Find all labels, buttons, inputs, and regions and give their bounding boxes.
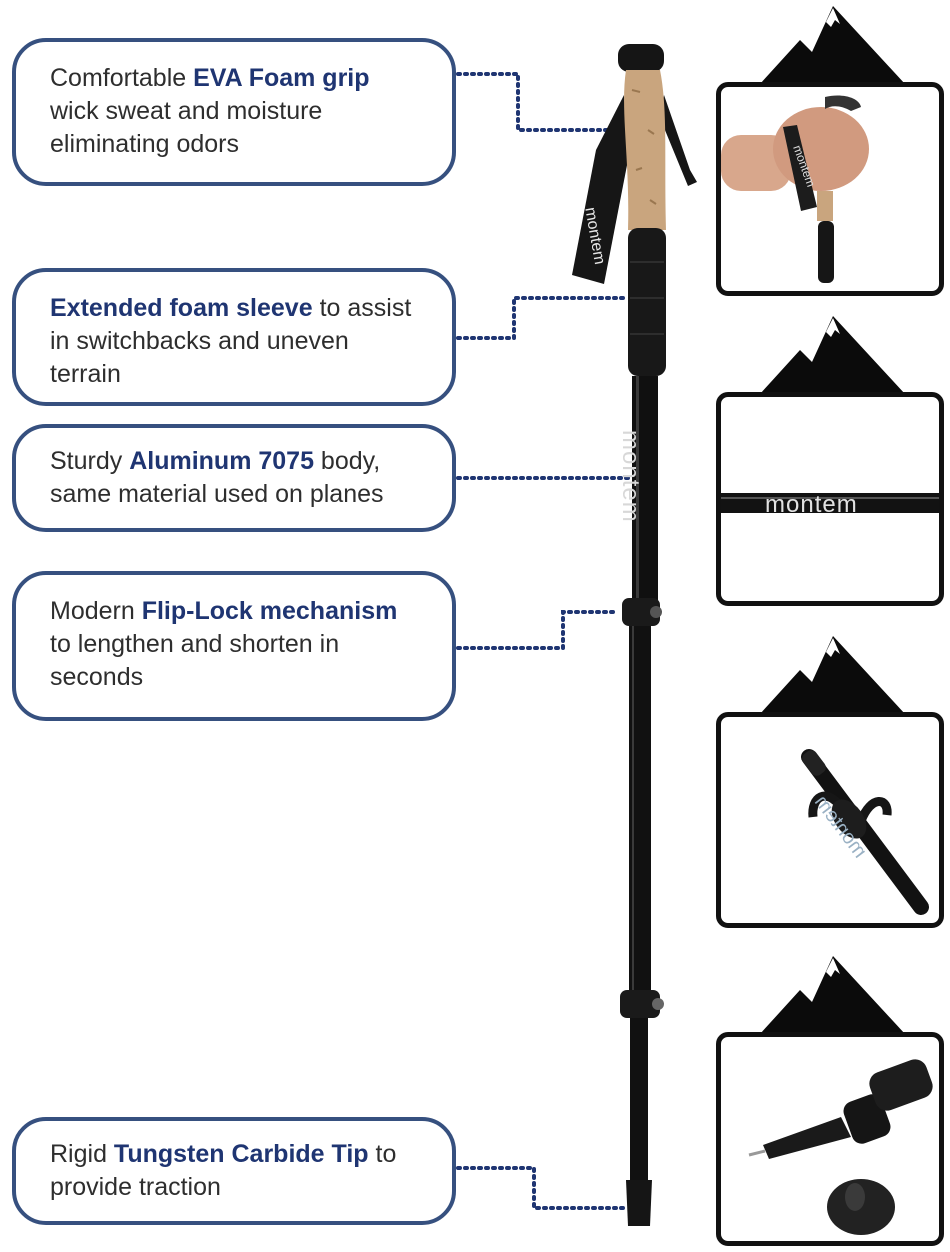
mountain-icon-1 — [760, 6, 905, 84]
connector-grip — [456, 72, 628, 132]
callout-text-bold: EVA Foam grip — [193, 64, 370, 92]
detail-photo-tip — [716, 1032, 944, 1246]
callout-text-post: body, same material used on planes — [50, 447, 384, 508]
callout-text-post: wick sweat and moisture eliminating odor… — [50, 97, 323, 158]
detail-photo-fliplock: montem — [716, 712, 944, 928]
cork-grip — [624, 70, 666, 230]
callout-text-pre: Modern — [50, 597, 142, 625]
fliplock-closeup-illustration — [801, 749, 929, 915]
callout-text-pre: Sturdy — [50, 447, 130, 475]
trekking-pole — [572, 44, 697, 1226]
callout-carbide-tip: Rigid Tungsten Carbide Tip to provide tr… — [12, 1117, 456, 1225]
callout-text-pre: Comfortable — [50, 64, 194, 92]
callout-text-post: to assist in switchbacks and uneven terr… — [50, 294, 412, 388]
callout-text-bold: Extended foam sleeve — [50, 294, 313, 322]
flip-lock-lower — [620, 990, 660, 1018]
callout-foam-sleeve: Extended foam sleeve to assist in switch… — [12, 268, 456, 406]
callout-flip-lock: Modern Flip-Lock mechanism to lengthen a… — [12, 571, 456, 721]
callout-eva-grip: Comfortable EVA Foam grip wick sweat and… — [12, 38, 456, 186]
callout-text-pre: Rigid — [50, 1140, 114, 1168]
callout-text-bold: Aluminum 7075 — [129, 447, 314, 475]
shaft-closeup-brand: montem — [765, 491, 858, 518]
mountain-icon-2 — [760, 316, 905, 394]
connector-fliplock — [456, 610, 618, 650]
connector-sleeve — [456, 296, 628, 340]
callout-aluminum-body: Sturdy Aluminum 7075 body, same material… — [12, 424, 456, 532]
shaft-brand-label: montem — [617, 430, 644, 523]
foam-sleeve — [628, 228, 666, 376]
callout-text-bold: Flip-Lock mechanism — [141, 597, 398, 625]
connector-tip — [456, 1166, 626, 1210]
hand-grip-illustration: montem — [721, 95, 869, 283]
callout-text-post: to lengthen and shorten in seconds — [50, 630, 340, 691]
mountain-icon-4 — [760, 956, 905, 1034]
detail-photo-grip: montem — [716, 82, 944, 296]
mountain-icon-3 — [760, 636, 905, 714]
shaft-closeup-illustration — [721, 493, 939, 513]
flip-lock-upper — [622, 598, 660, 626]
detail-photo-shaft: montem — [716, 392, 944, 606]
callout-text-bold: Tungsten Carbide Tip — [113, 1140, 369, 1168]
callout-text-post: to provide traction — [50, 1140, 397, 1201]
carbide-tip — [626, 1180, 652, 1226]
wrist-strap — [572, 95, 628, 284]
tip-closeup-illustration — [748, 1059, 933, 1235]
